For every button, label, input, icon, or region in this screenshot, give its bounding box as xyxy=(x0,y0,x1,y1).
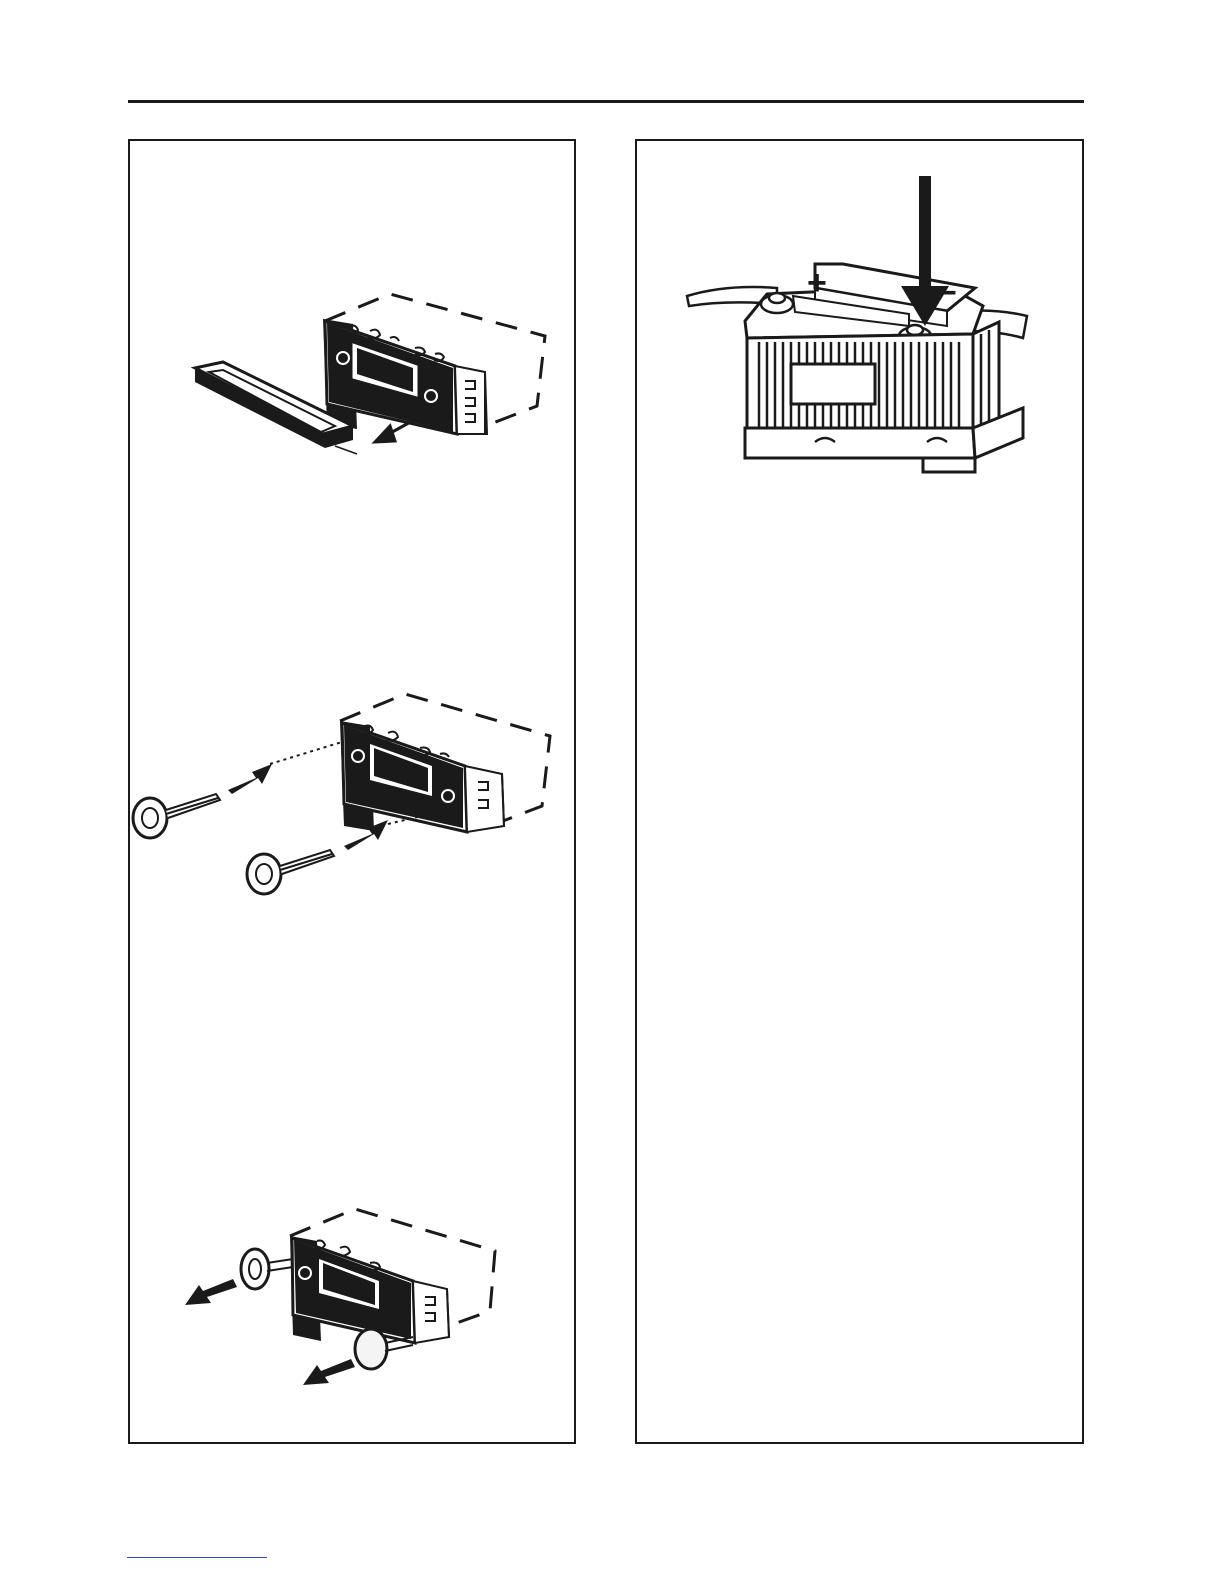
radio-pull-out-illustration xyxy=(185,1201,505,1406)
release-key-2 xyxy=(247,850,334,894)
release-key-insert-illustration xyxy=(130,686,570,901)
down-arrow-shaft xyxy=(919,176,931,296)
header-rule xyxy=(128,100,1084,103)
release-key-1 xyxy=(133,794,220,838)
positive-sign: + xyxy=(807,264,827,302)
radio-frame-removal-illustration xyxy=(185,286,555,496)
left-instruction-panel xyxy=(128,139,576,1444)
right-instruction-panel: + − xyxy=(635,139,1084,1444)
car-battery-illustration: + − xyxy=(687,176,1037,476)
bottom-link-underline[interactable] xyxy=(127,1557,267,1558)
radio-unit xyxy=(323,319,487,434)
